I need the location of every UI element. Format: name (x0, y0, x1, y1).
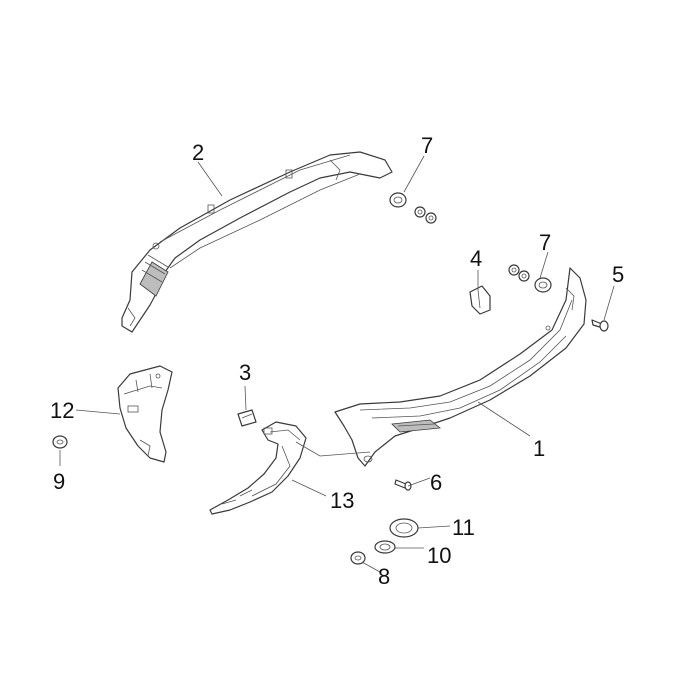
callout-labels: 2 7 4 7 5 1 6 3 12 9 13 11 10 8 (50, 133, 624, 589)
callout-13: 13 (330, 488, 354, 513)
part-5-screw (591, 319, 609, 332)
part-11-grommet (389, 518, 419, 538)
part-4-clip (469, 285, 491, 315)
part-12-cover (117, 365, 173, 463)
part-1-spoiler (334, 267, 587, 467)
part-7-upper-bush (389, 192, 437, 224)
part-9-nut (52, 435, 68, 449)
part-3-speed-nut (237, 409, 257, 427)
callout-1: 1 (533, 436, 545, 461)
callout-8: 8 (378, 564, 390, 589)
callout-3: 3 (239, 360, 251, 385)
callout-7-upper: 7 (421, 133, 433, 158)
callout-10: 10 (427, 543, 451, 568)
callout-5: 5 (612, 262, 624, 287)
part-6-screw (394, 479, 412, 491)
callout-4: 4 (470, 246, 482, 271)
callout-6: 6 (430, 470, 442, 495)
leader-lines (59, 155, 615, 573)
callout-2: 2 (192, 140, 204, 165)
part-13-bracket (209, 421, 307, 515)
part-8-nut (350, 551, 366, 565)
callout-12: 12 (50, 398, 74, 423)
callout-9: 9 (53, 469, 65, 494)
part-10-grommet (374, 540, 396, 554)
part-2-rail (121, 151, 393, 333)
part-7-lower-bush (508, 264, 552, 293)
callout-11: 11 (452, 515, 475, 540)
callout-7-right: 7 (539, 230, 551, 255)
